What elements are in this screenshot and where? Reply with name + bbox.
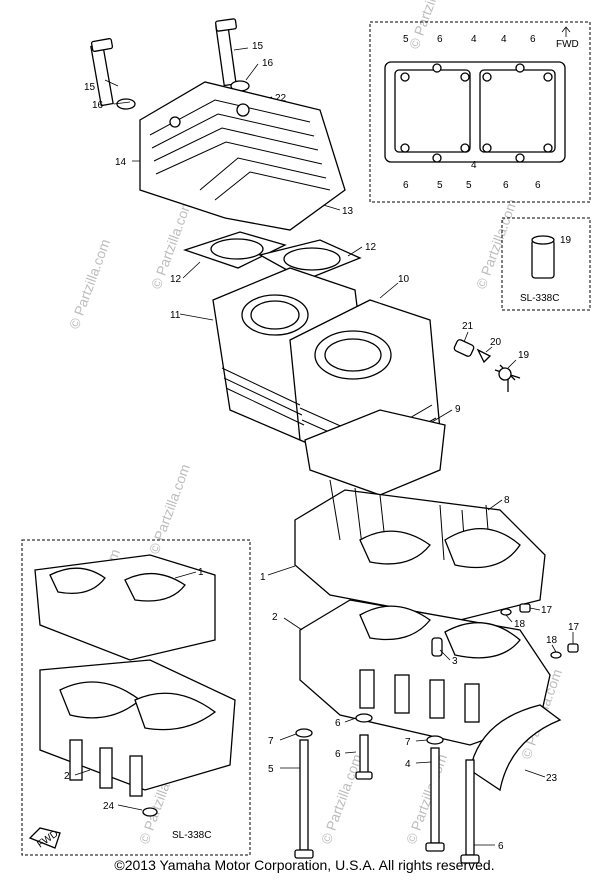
watermark: © Partzilla.com — [66, 237, 113, 331]
callout-12: 12 — [365, 242, 377, 253]
inset-label: 6 — [437, 34, 443, 45]
crankcase-upper — [294, 479, 546, 621]
callout-11: 11 — [170, 310, 181, 321]
watermark: © Partzilla.com — [146, 462, 193, 556]
inset-callout-2: 2 — [64, 771, 70, 782]
callout-1: 1 — [260, 572, 266, 583]
head-gaskets — [182, 231, 362, 281]
callout-8: 8 — [504, 495, 510, 506]
inset-crankcase-variant — [21, 539, 251, 856]
drain-plugs — [500, 603, 579, 659]
case-bolts — [294, 713, 480, 864]
fwd-label: FWD — [556, 39, 579, 50]
inset-label: 4 — [501, 34, 507, 45]
callout-13: 13 — [342, 206, 354, 217]
callout-9: 9 — [455, 404, 461, 415]
callout-18: 18 — [514, 619, 526, 630]
callout-6: 6 — [335, 749, 341, 760]
callout-6: 6 — [498, 841, 504, 852]
callout-7: 7 — [268, 736, 274, 747]
fittings — [453, 339, 521, 392]
liner-code: SL-338C — [520, 293, 559, 304]
callout-21: 21 — [462, 321, 474, 332]
callout-22: 22 — [275, 93, 287, 104]
callout-17: 17 — [568, 622, 580, 633]
inset-code: SL-338C — [172, 830, 211, 841]
callout-16: 16 — [92, 100, 104, 111]
crankcase-lower — [299, 599, 551, 746]
inset-callout-24: 24 — [103, 801, 115, 812]
callout-19: 19 — [518, 350, 530, 361]
callout-6: 6 — [335, 718, 341, 729]
inset-label: 5 — [403, 34, 409, 45]
base-gasket — [304, 409, 446, 496]
callout-3: 3 — [452, 656, 458, 667]
watermark: © Partzilla.com — [318, 752, 365, 846]
guard — [469, 704, 562, 792]
watermark: © Partzilla.com — [406, 0, 453, 51]
callout-20: 20 — [490, 337, 502, 348]
cylinder-head — [139, 81, 346, 231]
callout-4: 4 — [405, 759, 411, 770]
callout-23: 23 — [546, 773, 558, 784]
copyright-notice: ©2013 Yamaha Motor Corporation, U.S.A. A… — [114, 857, 495, 873]
inset-label: 6 — [503, 180, 509, 191]
callout-17: 17 — [541, 605, 553, 616]
callout-2: 2 — [272, 612, 278, 623]
callout-15: 15 — [252, 41, 264, 52]
inset-callout-1: 1 — [198, 567, 204, 578]
inset-label: 6 — [535, 180, 541, 191]
callout-12: 12 — [170, 274, 182, 285]
callout-5: 5 — [268, 764, 274, 775]
callout-15: 15 — [84, 82, 96, 93]
inset-label: 4 — [471, 34, 477, 45]
head-bolts — [90, 18, 250, 110]
inset-label: 6 — [530, 34, 536, 45]
inset-label: 5 — [466, 180, 472, 191]
bolt-hole-markers — [400, 63, 553, 163]
inset-label: 4 — [471, 160, 477, 171]
inset-label: 5 — [437, 180, 443, 191]
callout-18: 18 — [546, 635, 558, 646]
watermark: © Partzilla.com — [473, 197, 520, 291]
inset-bolt-pattern: FWD 5 6 4 4 6 6 5 5 4 6 6 — [369, 21, 591, 203]
liner-part-number: 19 — [560, 235, 572, 246]
inset-cylinder-liner: 19 SL-338C — [501, 217, 591, 311]
inset-label: 6 — [403, 180, 409, 191]
callout-7: 7 — [405, 737, 411, 748]
callout-14: 14 — [115, 157, 127, 168]
callout-10: 10 — [398, 274, 410, 285]
callout-16: 16 — [262, 58, 274, 69]
